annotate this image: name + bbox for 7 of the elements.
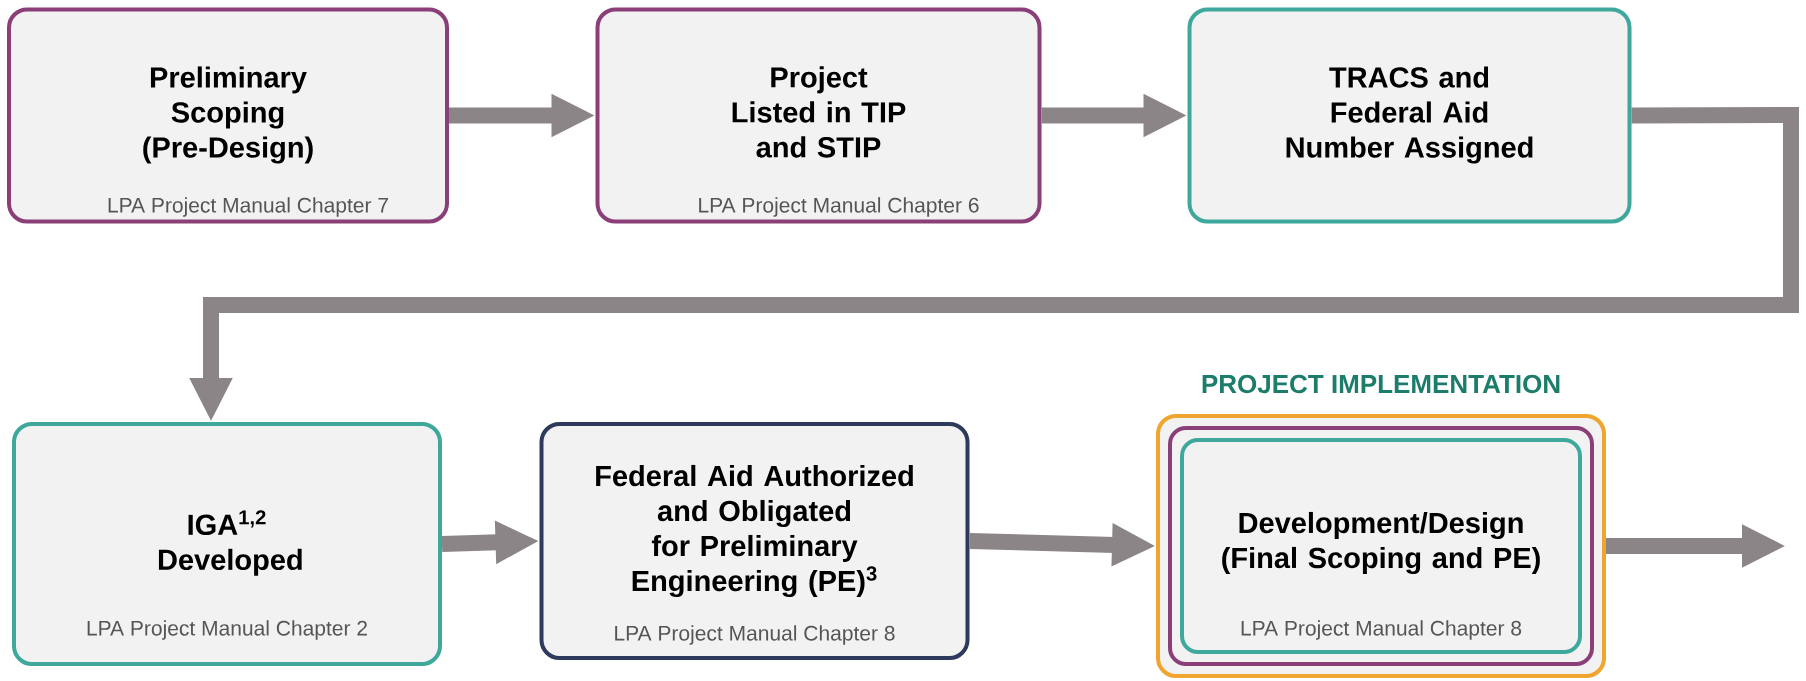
process-box: Project Listed in TIP and STIP LPA Project Manual Chapter 6 <box>595 7 1042 224</box>
process-box: PROJECT IMPLEMENTATION Development/Design (Final Scoping and PE) LPA Project Manual Chapter 8 <box>1156 374 1606 678</box>
process-box: Federal Aid Authorized and Obligated for Preliminary Engineering (PE)$^{3}$ LPA Project Manual Chapter 8 <box>539 422 970 660</box>
process-box: Preliminary Scoping (Pre-Design) LPA Project Manual Chapter 7 <box>7 7 449 224</box>
process-box: IGA$^{1,2}$ Developed LPA Project Manual Chapter 2 <box>12 422 442 666</box>
process-box: TRACS and Federal Aid Number Assigned <box>1187 7 1632 224</box>
node-label: PROJECT IMPLEMENTATION <box>1202 374 1560 394</box>
